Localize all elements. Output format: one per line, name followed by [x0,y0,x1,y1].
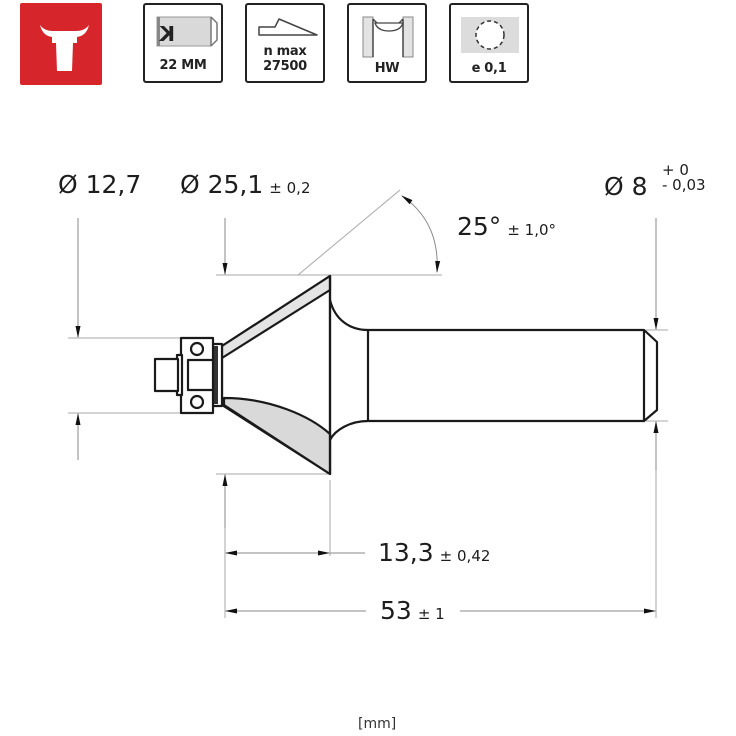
spec-label: e 0,1 [471,61,507,76]
dimension-arrows [75,195,659,614]
spec-material: HW [347,3,427,83]
brand-logo [20,3,102,85]
total-length-label: 53± 1 [380,596,445,625]
spec-label-line2: 27500 [263,59,307,74]
hw-carbide-icon [362,16,414,58]
shank-tolerance-stack: + 0 - 0,03 [662,163,706,193]
bearing-diameter-label: Ø 12,7 [58,170,142,199]
bull-head-icon [40,25,89,71]
speed-icon [258,18,318,36]
svg-text:K: K [158,22,175,46]
spec-label: 22 MM [159,58,207,73]
spec-label-line1: n max [263,44,307,59]
shank-diameter-label: Ø 8 [604,172,648,201]
shank-icon: K [156,16,218,47]
cutting-diameter-label: Ø 25,1± 0,2 [180,170,311,199]
unit-label: [mm] [358,716,397,732]
runout-circle-icon [461,17,519,53]
spec-shank-length: K 22 MM [143,3,223,83]
spec-runout: e 0,1 [449,3,529,83]
router-bit [153,274,659,476]
angle-label: 25°± 1,0° [457,212,557,241]
spec-label: HW [374,61,400,76]
cutting-length-label: 13,3± 0,42 [378,538,491,567]
spec-max-speed: n max 27500 [245,3,325,83]
shank-tolerance-upper: + 0 [662,161,689,179]
shank-tolerance-lower: - 0,03 [662,176,706,194]
